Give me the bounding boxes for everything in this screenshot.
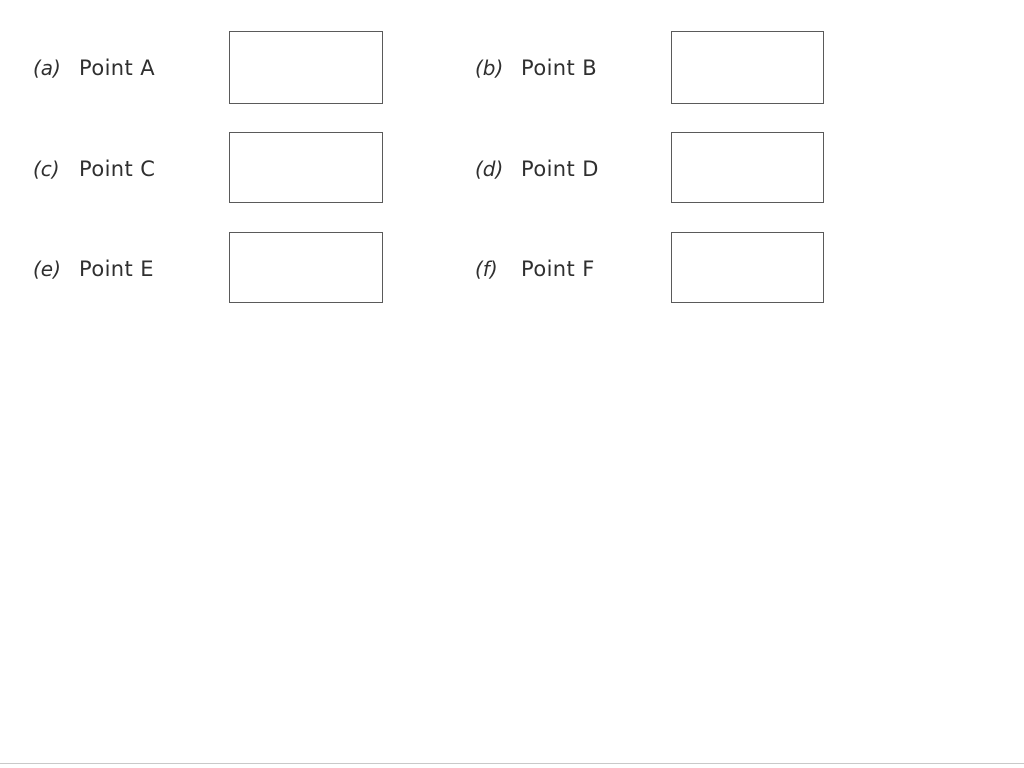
question-label-f: Point F <box>521 256 595 281</box>
question-label-a: Point A <box>79 55 155 80</box>
answer-box-b[interactable] <box>671 31 824 104</box>
question-marker-a: (a) <box>33 56 61 80</box>
answer-box-d[interactable] <box>671 132 824 203</box>
answer-box-f[interactable] <box>671 232 824 303</box>
question-marker-f: (f) <box>475 257 498 281</box>
question-marker-e: (e) <box>33 257 61 281</box>
question-label-c: Point C <box>79 156 156 181</box>
question-item-e: (e) Point E <box>33 232 154 306</box>
question-item-f: (f) Point F <box>475 232 595 306</box>
answer-box-e[interactable] <box>229 232 383 303</box>
question-item-b: (b) Point B <box>475 31 597 105</box>
question-label-b: Point B <box>521 55 598 80</box>
question-marker-d: (d) <box>475 157 504 181</box>
question-label-d: Point D <box>521 156 599 181</box>
question-item-c: (c) Point C <box>33 132 155 206</box>
question-item-a: (a) Point A <box>33 31 155 105</box>
page-bottom-rule <box>0 763 1024 764</box>
question-label-e: Point E <box>79 256 154 281</box>
question-item-d: (d) Point D <box>475 132 599 206</box>
question-marker-c: (c) <box>33 157 60 181</box>
question-marker-b: (b) <box>475 56 504 80</box>
answer-box-a[interactable] <box>229 31 383 104</box>
answer-box-c[interactable] <box>229 132 383 203</box>
